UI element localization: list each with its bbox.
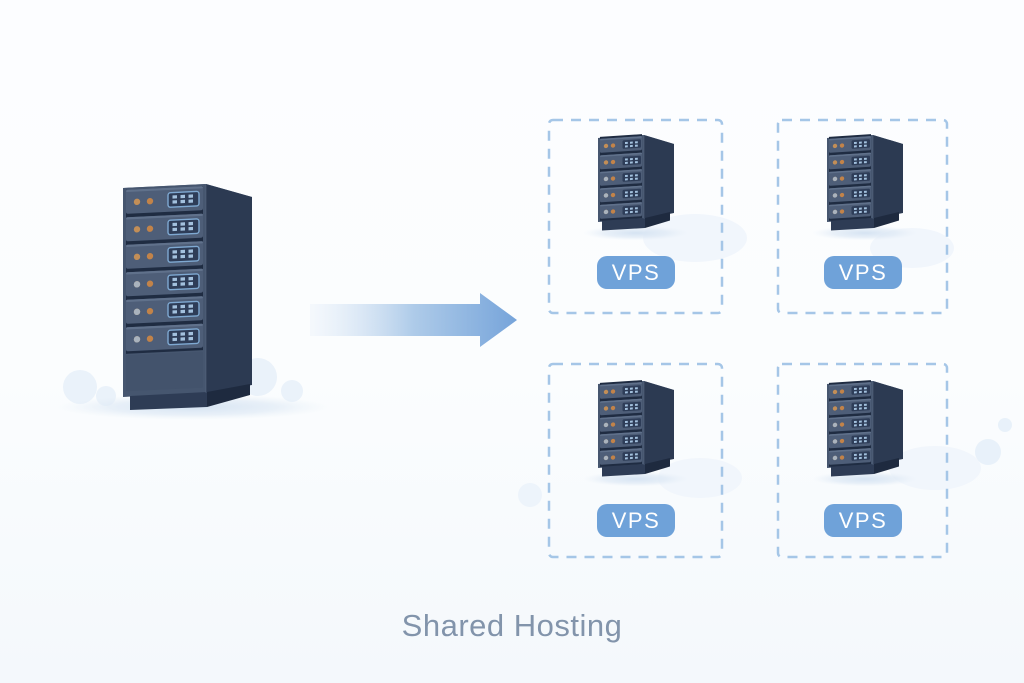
rack-units (125, 185, 204, 392)
diagram-caption: Shared Hosting (401, 608, 623, 643)
vps-badge: VPS (824, 256, 902, 289)
vps-badge: VPS (824, 504, 902, 537)
cloud (518, 483, 542, 507)
arrow-icon (310, 293, 517, 347)
cloud (975, 439, 1001, 465)
cloud (281, 380, 303, 402)
server-side-face (206, 184, 252, 393)
vps-box (776, 362, 949, 559)
shared-server-illustration (55, 184, 331, 420)
vps-badge: VPS (597, 504, 675, 537)
cloud (998, 418, 1012, 432)
server-foot (130, 392, 207, 410)
cloud (63, 370, 97, 404)
vps-server-illustration (812, 134, 918, 240)
server-base-panel (126, 351, 203, 392)
vps-badge: VPS (597, 256, 675, 289)
vps-box (776, 118, 949, 315)
server-foot-side (207, 384, 250, 407)
